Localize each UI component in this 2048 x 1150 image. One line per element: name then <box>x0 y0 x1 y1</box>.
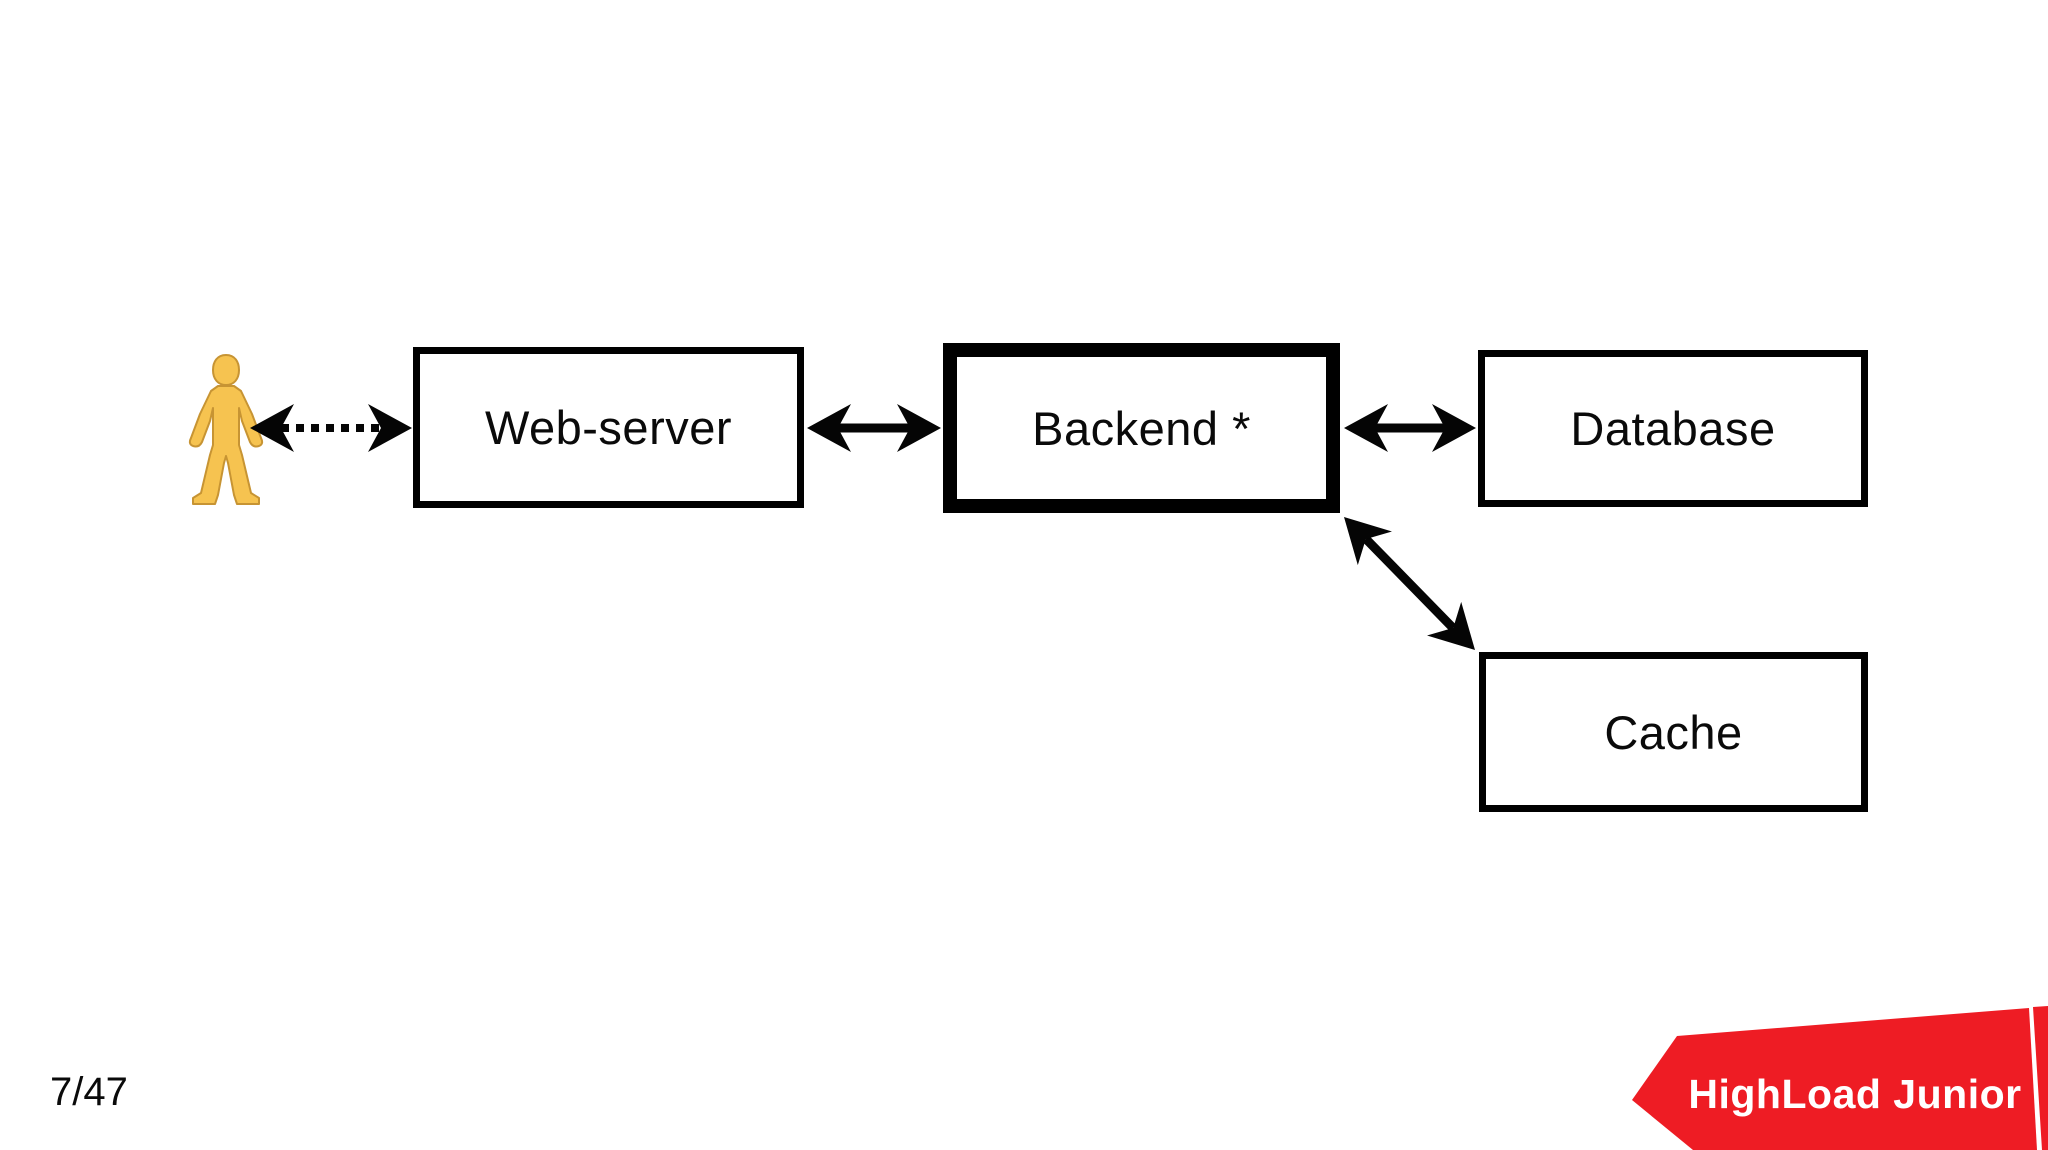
edge-backend-cache-arrow <box>1326 500 1493 667</box>
user-icon <box>188 354 264 505</box>
node-web-server: Web-server <box>413 347 804 508</box>
node-web-server-label: Web-server <box>484 401 733 454</box>
page-indicator: 7/47 <box>50 1070 128 1114</box>
highload-junior-logo <box>1632 1006 2048 1150</box>
edge-user-webserver-arrow <box>250 404 412 452</box>
node-cache: Cache <box>1479 652 1868 812</box>
node-database-label: Database <box>1570 402 1776 455</box>
edge-backend-database-arrow <box>1344 404 1476 452</box>
edge-webserver-backend-arrow <box>807 404 941 452</box>
node-cache-label: Cache <box>1604 705 1743 759</box>
node-backend-label: Backend * <box>1032 401 1251 455</box>
logo-text: HighLoad Junior <box>1688 1070 2022 1117</box>
node-database: Database <box>1478 350 1868 507</box>
node-backend: Backend * <box>943 343 1340 513</box>
logo-banner-shape <box>1632 1008 2037 1150</box>
logo-banner-sliver <box>2033 1006 2048 1150</box>
